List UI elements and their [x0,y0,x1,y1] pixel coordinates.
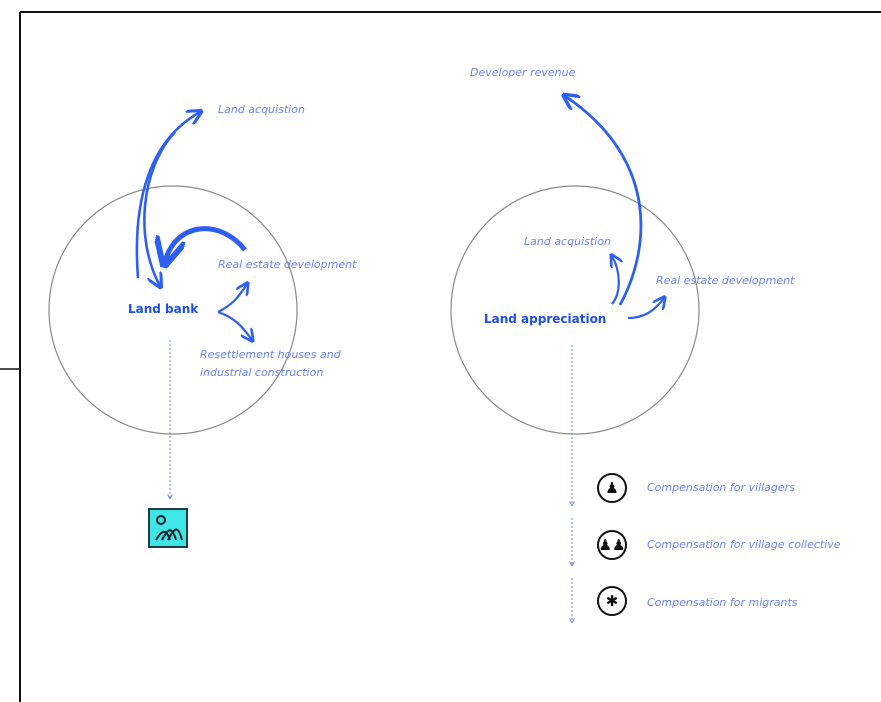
label-compensation-migrants: Compensation for migrants [647,596,798,609]
arrow-to-developer-revenue [565,96,643,306]
label-real-estate-right: Real estate development [656,274,795,287]
left-circle [48,185,298,435]
label-resettlement: Resettlement houses and industrial const… [200,348,341,379]
arrow-to-small-acquisition [612,256,619,305]
arrow-fork-up [217,284,247,313]
farmland-icon [148,508,188,548]
label-real-estate-left: Real estate development [218,258,357,271]
label-land-appreciation: Land appreciation [484,312,607,326]
label-land-bank: Land bank [128,302,199,316]
label-compensation-villagers: Compensation for villagers [647,481,795,494]
arrow-acquisition-to-land-bank [143,131,176,286]
label-land-acquisition-right: Land acquistion [524,235,611,248]
farmland-icon-glyph [155,515,183,541]
arrow-to-real-estate-right [627,298,664,320]
label-land-acquisition-left: Land acquistion [218,103,305,116]
label-developer-revenue: Developer revenue [470,66,576,79]
right-circle [450,185,700,435]
migrants-icon: ✱ [597,586,627,616]
arrow-to-land-acquisition [135,112,200,279]
arrow-real-estate-loop [165,226,247,262]
frame-border [0,11,881,702]
arrow-fork-down [217,310,252,340]
village-collective-icon: ♟♟ [597,530,627,560]
villagers-icon: ♟ [597,473,627,503]
label-compensation-village-collective: Compensation for village collective [647,538,841,551]
